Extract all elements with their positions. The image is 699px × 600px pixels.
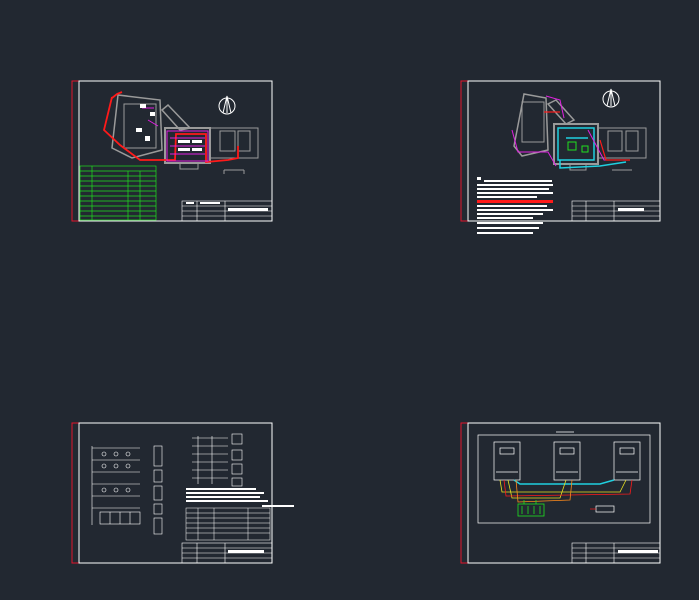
sheet-1[interactable] — [71, 80, 273, 222]
sheet-3[interactable] — [71, 422, 294, 564]
sheet-1-title-block — [181, 200, 273, 222]
sheet-2-frame — [467, 80, 661, 222]
sheet-4-title-block — [571, 542, 661, 564]
sheet-3-notes — [186, 488, 294, 507]
sheet-4[interactable] — [460, 422, 661, 564]
sheet-2-floor-plan — [513, 93, 647, 171]
sheet-2-notes — [477, 177, 553, 234]
sheet-2-title-block — [571, 200, 661, 222]
sheet-2-cyan-route — [557, 127, 627, 169]
sheet-4-device — [590, 505, 615, 513]
sheet-2-north-arrow-icon — [602, 88, 620, 108]
sheet-1-equipment — [136, 104, 202, 151]
sheet-4-orange-wires — [515, 479, 573, 503]
sheet-2[interactable] — [460, 80, 661, 234]
sheet-4-green-module — [517, 500, 545, 517]
sheet-3-frame — [78, 422, 273, 564]
sheet-4-cabinets — [493, 441, 641, 481]
sheet-4-frame — [467, 422, 661, 564]
sheet-1-magenta-lines — [142, 107, 209, 162]
sheet-4-red-wires — [503, 479, 633, 497]
sheet-4-system-border — [477, 431, 651, 524]
sheet-3-parts-table — [185, 507, 271, 541]
sheet-1-red-route — [103, 91, 239, 163]
sheet-2-red-route — [544, 111, 630, 161]
sheet-3-terminal-diagram — [192, 433, 243, 487]
sheet-3-schematic — [91, 445, 163, 535]
sheet-4-yellow-wires — [499, 479, 627, 499]
sheet-2-green-marks — [567, 141, 589, 153]
sheet-1-north-arrow-icon — [218, 95, 236, 115]
sheet-1-frame — [78, 80, 273, 222]
sheet-4-cyan-bus — [513, 479, 615, 485]
sheet-1-legend-table — [79, 165, 157, 221]
sheet-3-title-block — [181, 542, 273, 564]
